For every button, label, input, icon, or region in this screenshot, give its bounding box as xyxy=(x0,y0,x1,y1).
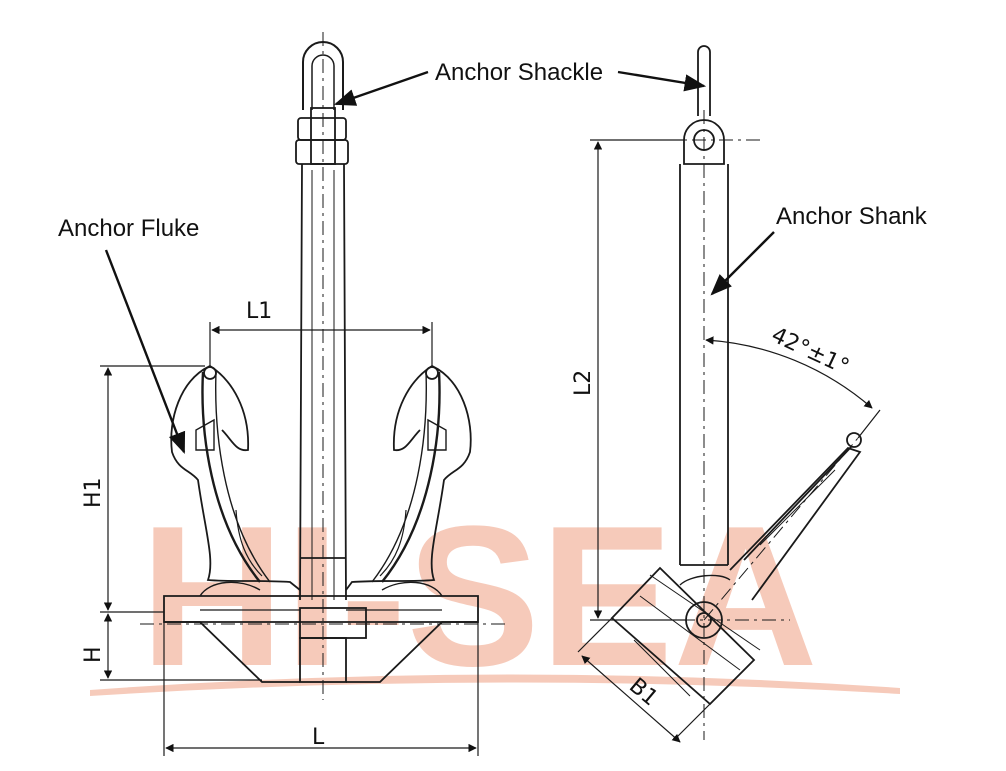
dim-h1 xyxy=(100,365,205,613)
shackle-leader-right xyxy=(617,70,707,92)
label-anchor-fluke: Anchor Fluke xyxy=(58,215,199,242)
dim-l xyxy=(163,622,479,756)
dim-label-l2: L2 xyxy=(571,370,596,396)
dim-angle xyxy=(705,336,881,439)
dim-label-h: H xyxy=(81,646,106,663)
dim-label-angle: 42°±1° xyxy=(767,323,852,380)
side-view xyxy=(577,45,881,743)
shackle-leader xyxy=(333,70,429,106)
dim-label-l1: L1 xyxy=(246,299,272,324)
label-anchor-shackle: Anchor Shackle xyxy=(435,59,603,86)
right-fluke xyxy=(345,365,472,591)
dim-l2 xyxy=(590,139,686,621)
front-view xyxy=(100,32,505,756)
dim-label-h1: H1 xyxy=(81,477,106,508)
fluke-side xyxy=(729,432,862,601)
fluke-leader xyxy=(104,249,186,455)
dim-label-l: L xyxy=(312,725,325,750)
left-fluke xyxy=(170,365,301,591)
dim-l1 xyxy=(209,322,433,366)
dim-h xyxy=(100,613,262,681)
dim-b1 xyxy=(577,617,711,743)
label-anchor-shank: Anchor Shank xyxy=(776,203,928,230)
watermark-swoosh xyxy=(90,674,900,696)
shank-leader xyxy=(710,231,775,296)
front-centerlines xyxy=(140,32,505,700)
shank-front xyxy=(299,163,347,601)
